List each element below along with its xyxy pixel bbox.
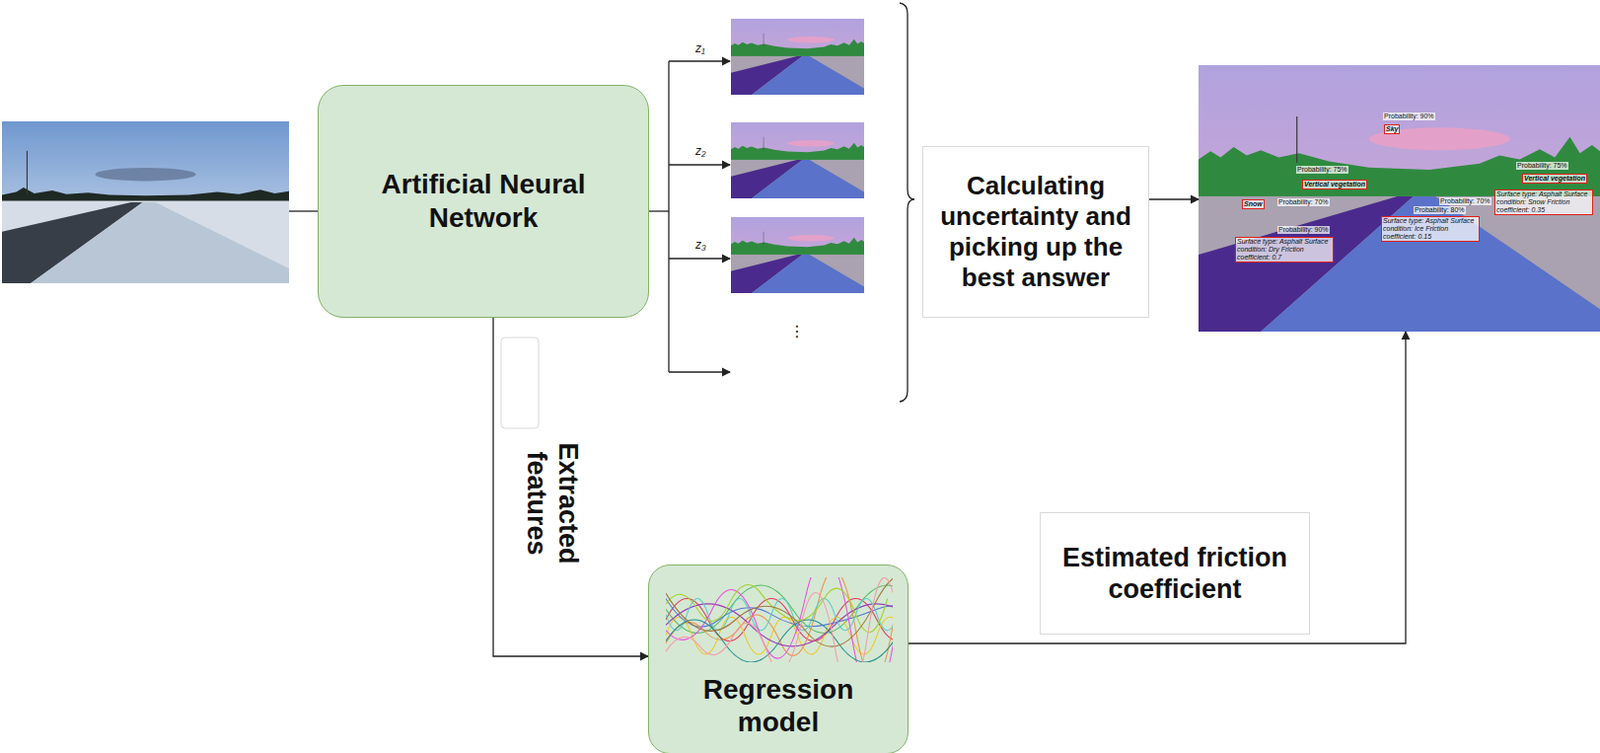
node-text: Regression model (679, 672, 877, 739)
probability-note: Probability: 70% (1439, 197, 1492, 206)
process-box: Artificial Neural Network (317, 84, 650, 318)
node-text: Artificial Neural Network (335, 167, 632, 234)
wires (289, 2, 915, 402)
probability-note: Probability: 90% (1277, 225, 1330, 234)
fan-trunk (667, 61, 669, 372)
curve (665, 577, 893, 662)
annotated-image: Probability: 90% SkyProbability: 75% Verti… (1198, 65, 1600, 332)
probability-note: Probability: 80% (1413, 206, 1466, 215)
class-tag: Surface type: Asphalt Surface condition:… (1494, 189, 1594, 216)
probability-note: Probability: 75% (1516, 161, 1569, 170)
probability-note: Probability: 70% (1277, 198, 1330, 207)
curly-bracket (899, 2, 915, 402)
fan-arrow (668, 60, 730, 62)
probability-note: Probability: 90% (1382, 112, 1436, 121)
segmentation-output (730, 18, 865, 95)
connector-arrow (908, 331, 1406, 644)
sample-label: z₂ (695, 144, 707, 158)
fan-arrow (668, 370, 730, 372)
curve (665, 616, 893, 655)
curve (665, 598, 893, 631)
sample-label: z₁ (695, 41, 706, 56)
empty-frame (501, 337, 539, 429)
curve (665, 577, 893, 662)
curve (665, 619, 893, 662)
annotated-output-image (1198, 65, 1600, 332)
sample-label: z₃ (695, 237, 707, 252)
input-wire (289, 210, 318, 212)
fan-arrow (668, 163, 730, 165)
regression-curves (665, 577, 893, 662)
class-tag: Surface type: Asphalt Surface condition:… (1235, 236, 1334, 263)
class-tag: Vertical vegetation (1522, 173, 1588, 184)
class-tag: Surface type: Asphalt Surface condition:… (1381, 216, 1480, 242)
model-box: Regression model (648, 564, 909, 753)
fan-wire (649, 210, 669, 212)
curve (665, 577, 893, 662)
class-tag: Sky (1383, 124, 1400, 135)
connector-arrow (493, 317, 649, 656)
curve (665, 603, 893, 647)
class-tag: Snow (1241, 199, 1265, 210)
edge-label: Extracted features (518, 429, 586, 578)
edge-label: Estimated friction coefficient (1039, 511, 1310, 635)
process-box: Calculating uncertainty and picking up t… (922, 145, 1150, 318)
probability-note: Probability: 75% (1296, 165, 1349, 174)
connector-arrow (1149, 198, 1199, 200)
curve (665, 577, 893, 647)
segmentation-output (730, 122, 865, 199)
node-text: Calculating uncertainty and picking up t… (930, 170, 1142, 294)
ellipsis-mark: ⋮ (789, 321, 805, 341)
fan-arrow (668, 257, 730, 259)
class-tag: Vertical vegetation (1302, 179, 1368, 190)
input-photo (1, 121, 290, 284)
segmentation-output (730, 217, 865, 293)
